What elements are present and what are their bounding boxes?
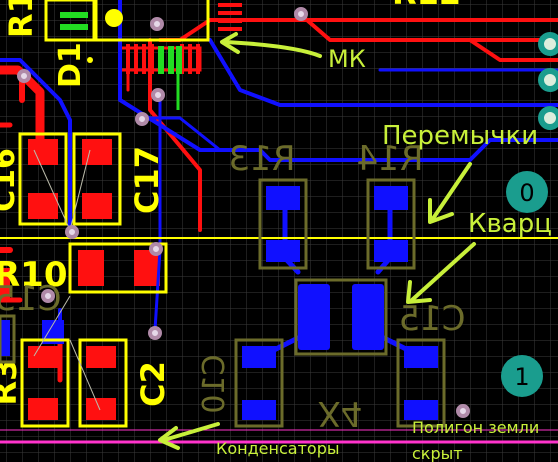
mcu-pin1-marker bbox=[105, 9, 123, 27]
top-silk-thin-lines bbox=[33, 149, 101, 411]
designator-r3: R3 bbox=[0, 359, 24, 406]
arrow-capacitors bbox=[158, 422, 220, 450]
via bbox=[135, 112, 149, 126]
via bbox=[148, 326, 162, 340]
via bbox=[65, 225, 79, 239]
layer-marker-bottom-label: 1 bbox=[514, 363, 529, 391]
arrow-jumpers bbox=[428, 162, 472, 224]
annotation-jumpers: Перемычки bbox=[382, 121, 538, 151]
annotation-ground-pour-line2: скрыт bbox=[412, 444, 463, 462]
annotation-ground-pour-line1: Полигон земли bbox=[412, 418, 539, 437]
layer-marker-bottom[interactable]: 1 bbox=[501, 355, 543, 397]
annotation-arrows bbox=[158, 32, 476, 450]
annotation-labels: МК Перемычки Кварц Конденсаторы Полигон … bbox=[216, 45, 552, 462]
via bbox=[294, 7, 308, 21]
via bbox=[41, 289, 55, 303]
annotation-mk: МК bbox=[328, 45, 366, 73]
edge-pad bbox=[538, 32, 558, 56]
layer-marker-top-label: 0 bbox=[519, 179, 534, 207]
arrow-mk bbox=[220, 32, 322, 58]
designator-r1: R1 bbox=[2, 0, 40, 38]
designator-d1: D1 bbox=[53, 42, 88, 88]
designator-r12: R12 bbox=[392, 0, 461, 12]
jumper-wires bbox=[60, 12, 182, 110]
vias bbox=[17, 7, 470, 418]
via bbox=[151, 88, 165, 102]
mcu-dot bbox=[87, 57, 93, 63]
edge-pads bbox=[538, 32, 558, 130]
edge-pad bbox=[538, 106, 558, 130]
top-silkscreen-designators: R1 D1 C16 C17 R10 R3 C2 R12 bbox=[0, 0, 461, 407]
bottom-silkscreen-designators: R13 R14 C15 C15 X4 C10 bbox=[0, 139, 466, 433]
designator-c10: C10 bbox=[197, 354, 232, 413]
top-silkscreen-outlines bbox=[18, 0, 210, 428]
designator-c17: C17 bbox=[128, 146, 166, 214]
designator-c2: C2 bbox=[134, 361, 172, 407]
via bbox=[150, 17, 164, 31]
via bbox=[456, 404, 470, 418]
designator-r14: R14 bbox=[357, 139, 424, 179]
designator-c15: C15 bbox=[398, 299, 465, 339]
via bbox=[149, 242, 163, 256]
designator-r10: R10 bbox=[0, 255, 68, 295]
bottom-copper-pads bbox=[0, 186, 438, 420]
via bbox=[17, 69, 31, 83]
bottom-silkscreen-outlines bbox=[0, 178, 446, 428]
designator-x4: X4 bbox=[318, 393, 363, 433]
edge-pad bbox=[538, 68, 558, 92]
layer-marker-top[interactable]: 0 bbox=[506, 171, 548, 213]
annotation-crystal: Кварц bbox=[468, 209, 552, 239]
designator-c16: C16 bbox=[0, 148, 22, 212]
designator-r13: R13 bbox=[229, 139, 296, 179]
annotation-capacitors: Конденсаторы bbox=[216, 439, 339, 458]
arrow-crystal bbox=[406, 242, 476, 304]
